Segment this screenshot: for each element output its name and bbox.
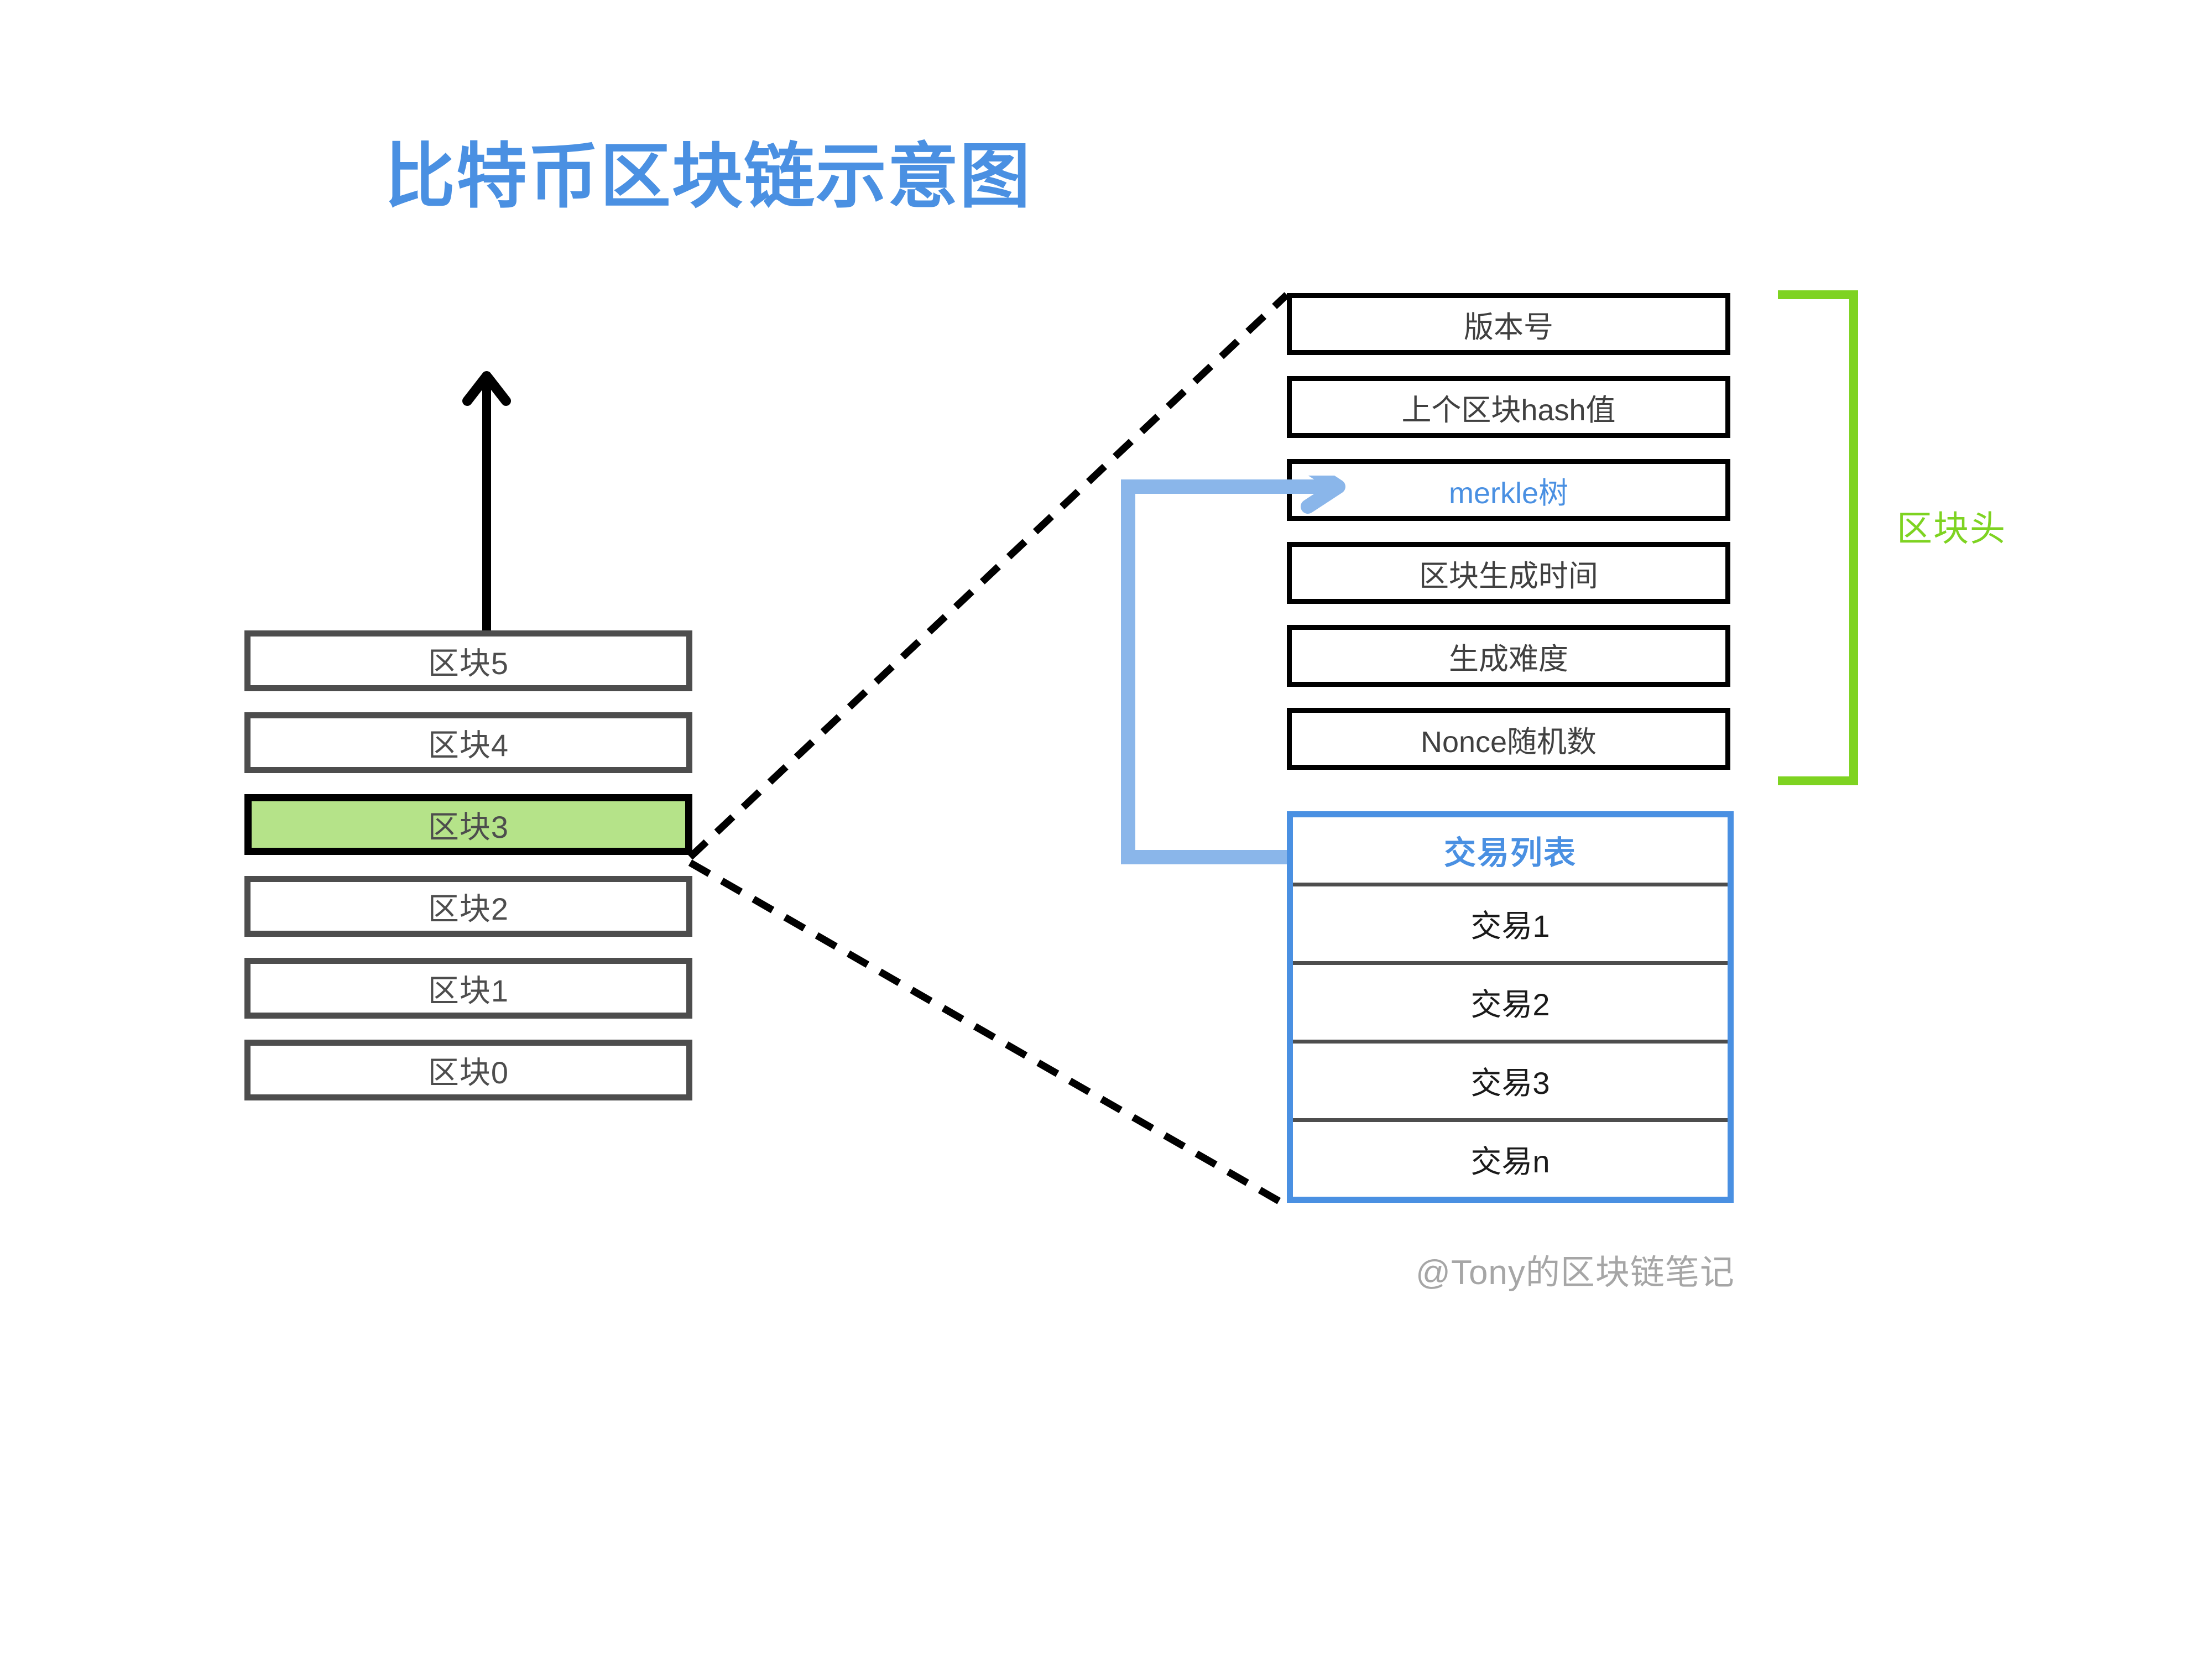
chain-block-label: 区块4	[427, 727, 509, 763]
transaction-row-label: 交易1	[1470, 909, 1550, 943]
block-header-bracket-label: 区块头	[1897, 509, 2006, 549]
transaction-row[interactable]: 交易3	[1293, 1040, 1728, 1118]
transaction-list-box: 交易列表 交易1 交易2 交易3 交易n	[1287, 811, 1734, 1203]
chain-block-label: 区块1	[427, 973, 509, 1008]
block-header-row-label: merkle树	[1448, 476, 1569, 510]
chain-block[interactable]: 区块4	[244, 712, 692, 773]
chain-block-label: 区块3	[427, 809, 509, 844]
chain-block[interactable]: 区块1	[244, 958, 692, 1019]
transaction-row-label: 交易3	[1470, 1066, 1550, 1100]
chain-block[interactable]: 区块2	[244, 876, 692, 937]
block-header-row-label: 上个区块hash值	[1401, 393, 1616, 427]
block-header-bracket	[1778, 290, 1858, 785]
transaction-row-label: 交易n	[1470, 1144, 1550, 1179]
chain-block[interactable]: 区块0	[244, 1040, 692, 1100]
chain-block-label: 区块0	[427, 1055, 509, 1090]
chain-growth-arrow-icon	[462, 371, 511, 641]
block-header-row-label: 区块生成时间	[1419, 559, 1598, 593]
chain-block-label: 区块5	[427, 645, 509, 681]
transaction-row[interactable]: 交易n	[1293, 1118, 1728, 1197]
blockchain-stack: 区块5 区块4 区块3 区块2 区块1 区块0	[244, 630, 692, 1121]
block-header-row-label: 版本号	[1464, 310, 1553, 344]
chain-block[interactable]: 区块5	[244, 630, 692, 691]
block-header-row-nonce[interactable]: Nonce随机数	[1287, 708, 1730, 770]
block-header-row-version[interactable]: 版本号	[1287, 293, 1730, 355]
merkle-link-arrow-icon	[1121, 476, 1349, 864]
chain-block-label: 区块2	[427, 891, 509, 926]
chain-block-selected[interactable]: 区块3	[244, 794, 692, 855]
block-header-row-timestamp[interactable]: 区块生成时间	[1287, 542, 1730, 604]
block-header-row-merkle-tree[interactable]: merkle树	[1287, 459, 1730, 521]
transaction-row[interactable]: 交易1	[1293, 883, 1728, 961]
transaction-list-title: 交易列表	[1443, 835, 1577, 871]
block-header-row-label: 生成难度	[1449, 642, 1568, 676]
connector-line-bottom	[688, 859, 1289, 1209]
block-header-row-label: Nonce随机数	[1420, 725, 1597, 759]
block-header-row-difficulty[interactable]: 生成难度	[1287, 625, 1730, 687]
transaction-row[interactable]: 交易2	[1293, 961, 1728, 1040]
watermark: @Tony的区块链笔记	[1416, 1254, 1735, 1292]
page-title: 比特币区块链示意图	[384, 137, 1031, 216]
block-header-fields: 版本号 上个区块hash值 merkle树 区块生成时间 生成难度 Nonce随…	[1287, 293, 1730, 791]
transaction-row-label: 交易2	[1470, 987, 1550, 1022]
block-header-row-prev-hash[interactable]: 上个区块hash值	[1287, 376, 1730, 438]
